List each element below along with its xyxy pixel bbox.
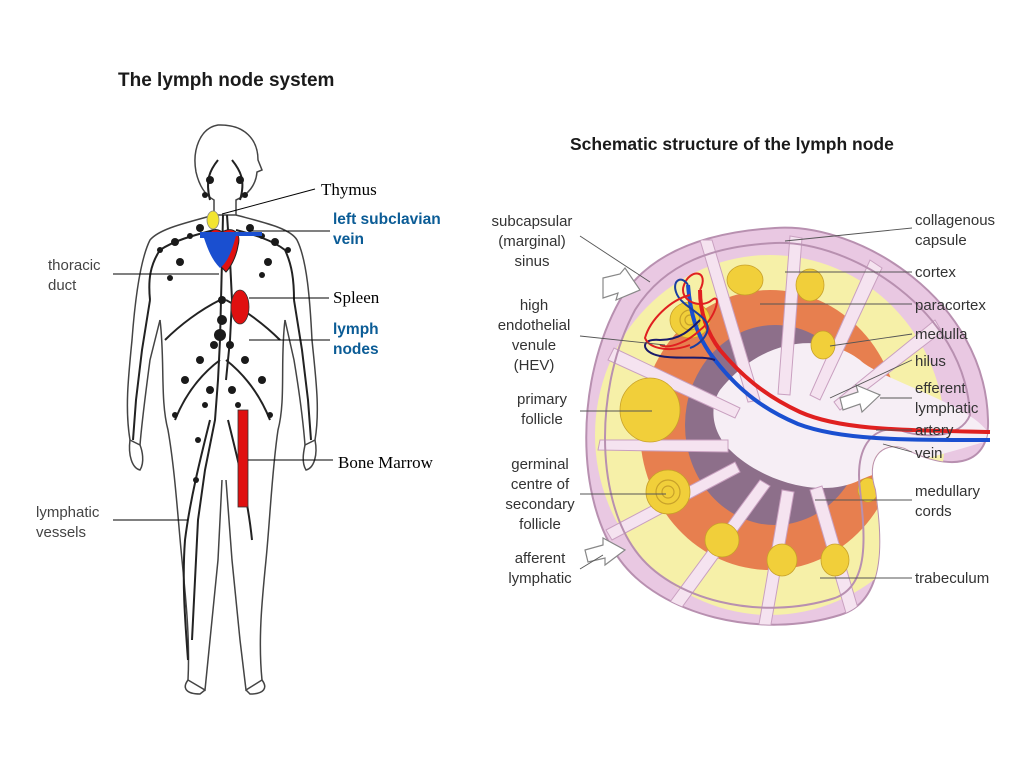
lymph-node-clusters [157, 176, 291, 483]
medullary-cords-label: medullary cords [915, 483, 981, 520]
subclavian-vein-shape [200, 232, 262, 268]
left-leader-lines [113, 188, 333, 521]
spleen-label: Spleen [333, 288, 380, 307]
right-panel-title: Schematic structure of the lymph node [570, 134, 894, 154]
paracortex-label: paracortex [915, 297, 986, 314]
lymphatic-vessels-label: lymphatic vessels [36, 504, 100, 541]
thoracic-duct-label: thoracic duct [48, 257, 101, 294]
hilus-label: hilus [915, 353, 946, 370]
bone-marrow-label: Bone Marrow [338, 453, 433, 472]
lymph-node-schematic [584, 226, 991, 626]
left-subclavian-vein-label: left subclavian vein [333, 211, 441, 248]
primary-follicle-label: primary follicle [516, 391, 567, 428]
efferent-lymphatic-label: efferent lymphatic [915, 380, 979, 417]
collagenous-capsule-label: collagenous capsule [915, 212, 996, 249]
artery-label: artery [915, 422, 954, 439]
cortex-label: cortex [915, 264, 956, 281]
germinal-centre-label: germinal centre of secondary follicle [505, 456, 575, 533]
bone-marrow-shape [237, 409, 249, 508]
medulla-label: medulla [915, 326, 968, 343]
trabeculum-label: trabeculum [915, 570, 990, 587]
lymph-nodes-label: lymph nodes [333, 321, 379, 358]
right-leader-lines [579, 227, 913, 579]
lymphatic-network [132, 159, 312, 661]
thymus-label: Thymus [321, 180, 377, 199]
left-panel-title: The lymph node system [118, 70, 335, 91]
human-body-figure [126, 124, 319, 695]
thymus-shape [206, 210, 220, 230]
vein-label: vein [915, 445, 943, 462]
subcapsular-sinus-label: subcapsular (marginal) sinus [491, 213, 573, 270]
spleen-shape [230, 289, 250, 325]
hev-label: high endothelial venule (HEV) [497, 297, 571, 374]
afferent-lymphatic-label: afferent lymphatic [508, 550, 572, 587]
